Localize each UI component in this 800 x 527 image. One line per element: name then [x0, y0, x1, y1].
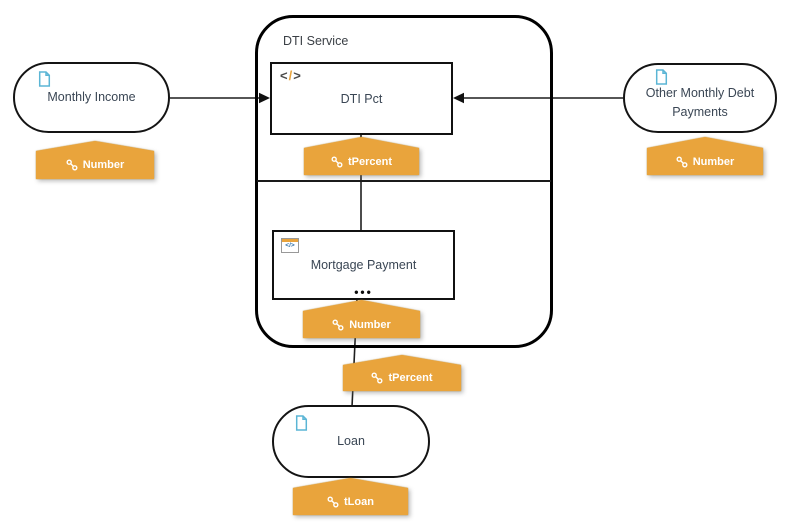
arrowhead-left-icon [453, 92, 464, 104]
monthly-income-node[interactable]: Monthly Income [13, 62, 170, 133]
dti-service-container[interactable]: DTI Service [255, 15, 553, 348]
badge-label: tPercent [347, 155, 393, 168]
dti-service-divider [257, 180, 551, 182]
other-debt-node[interactable]: Other Monthly Debt Payments [623, 63, 777, 133]
link-icon [676, 156, 688, 168]
file-icon [295, 415, 308, 431]
badge-label: tLoan [344, 495, 374, 508]
arrowhead-right-icon [259, 92, 270, 104]
dti-pct-node[interactable]: </> DTI Pct [270, 62, 453, 135]
more-indicator[interactable]: ••• [354, 285, 373, 299]
link-icon [66, 159, 78, 171]
code-icon: </> [280, 68, 302, 83]
file-icon [38, 71, 51, 87]
loan-label: Loan [337, 434, 365, 449]
link-icon [327, 496, 339, 508]
mortgage-payment-node[interactable]: </> Mortgage Payment ••• [272, 230, 455, 300]
link-icon [331, 156, 343, 168]
other-debt-label: Other Monthly Debt Payments [646, 74, 754, 122]
link-icon [371, 372, 383, 384]
file-icon [655, 69, 668, 85]
dti-service-label: DTI Service [283, 34, 349, 48]
type-badge-loan-connection[interactable]: tPercent [343, 355, 461, 391]
dti-pct-label: DTI Pct [340, 91, 383, 106]
loan-node[interactable]: Loan [272, 405, 430, 478]
type-badge-monthly-income[interactable]: Number [36, 141, 154, 179]
monthly-income-label: Monthly Income [47, 90, 136, 105]
boxed-expression-icon: </> [281, 238, 299, 253]
type-badge-dti-pct[interactable]: tPercent [304, 137, 419, 175]
other-debt-label-line1: Other Monthly Debt [645, 86, 755, 101]
type-badge-loan[interactable]: tLoan [293, 478, 408, 515]
badge-label: tPercent [388, 372, 433, 384]
link-icon [332, 319, 344, 331]
other-debt-label-line2: Payments [672, 105, 728, 119]
type-badge-mortgage-payment[interactable]: Number [303, 300, 420, 338]
badge-label: Number [349, 318, 391, 331]
badge-label: Number [82, 159, 125, 171]
mortgage-payment-label: Mortgage Payment [310, 258, 417, 272]
badge-label: Number [692, 155, 735, 168]
type-badge-other-debt[interactable]: Number [647, 137, 763, 175]
